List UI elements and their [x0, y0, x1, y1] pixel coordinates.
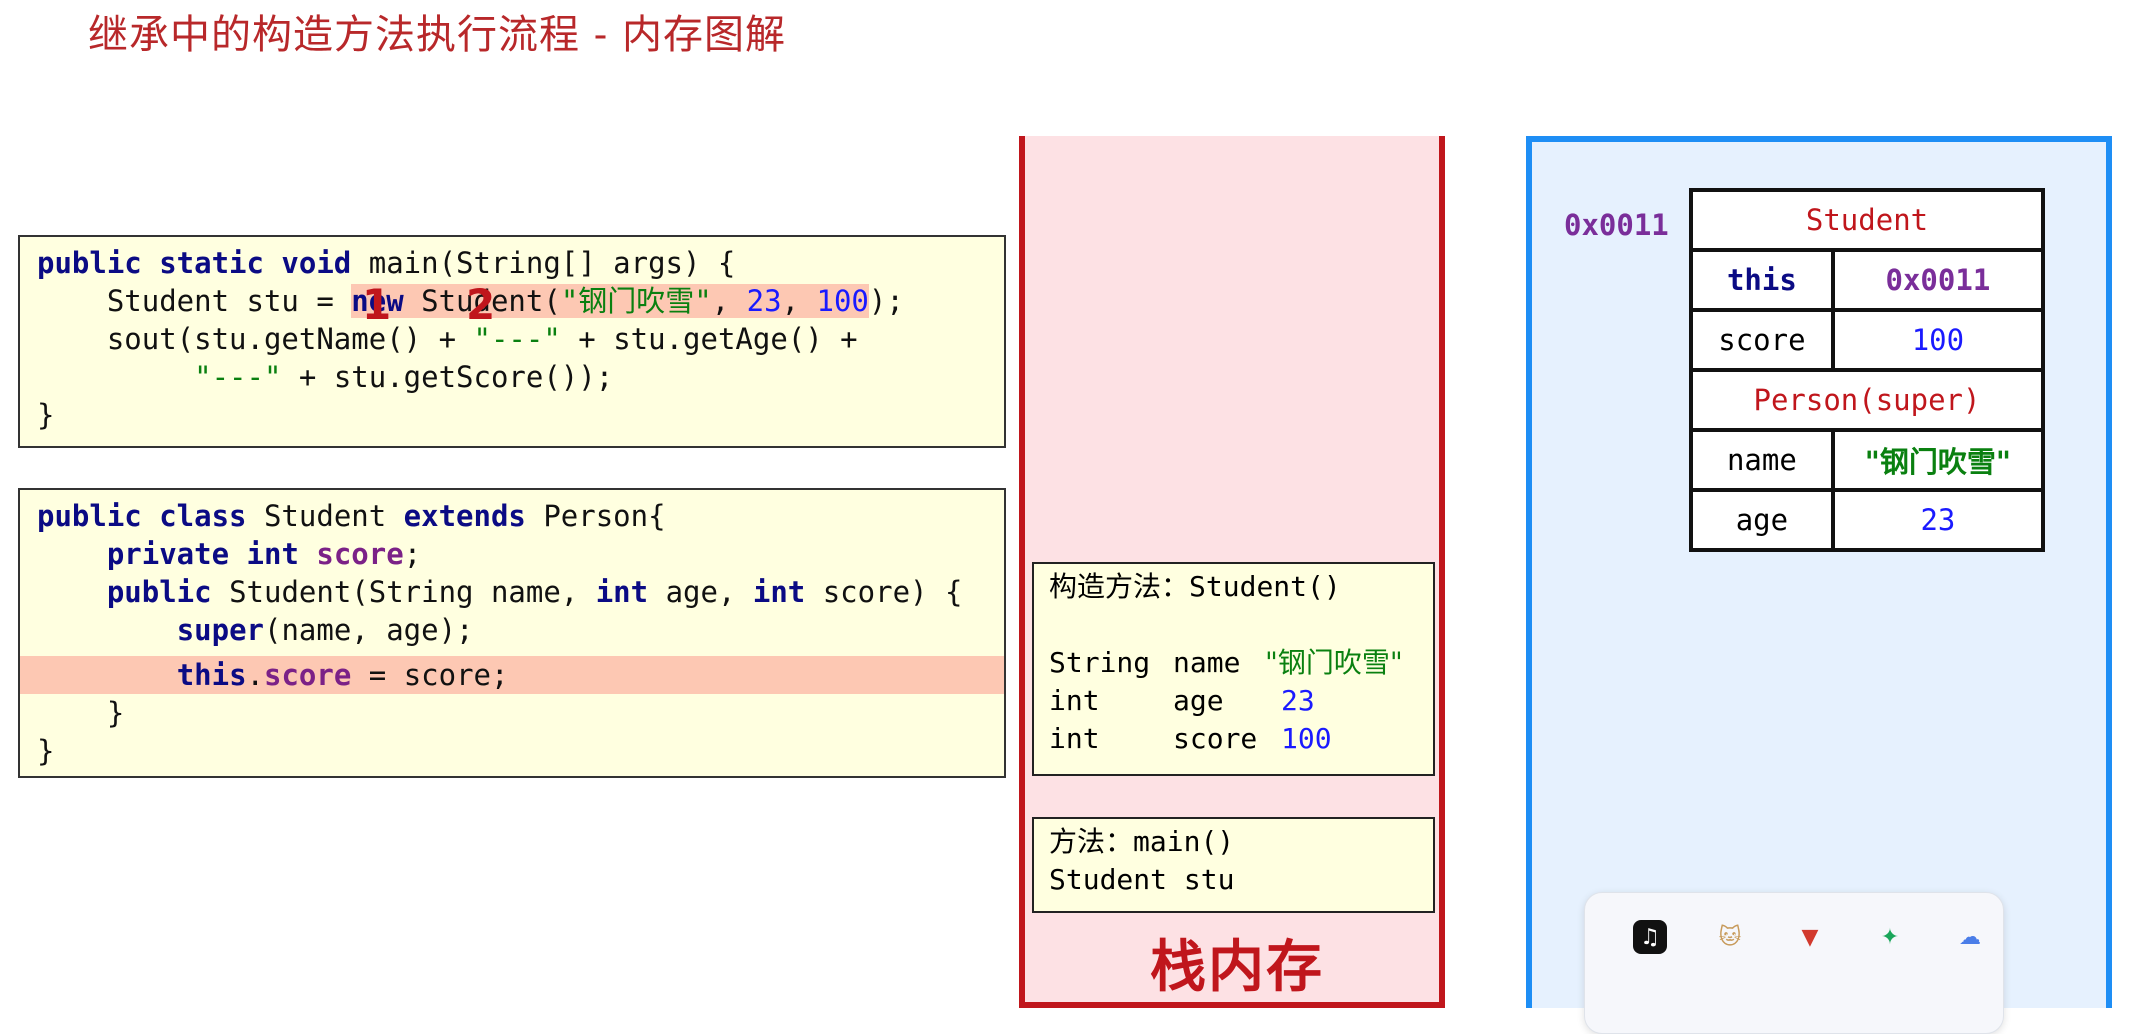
var-name: age	[1173, 684, 1224, 717]
page-title: 继承中的构造方法执行流程 - 内存图解	[88, 12, 786, 58]
code-text	[37, 537, 107, 571]
local-var-row: Student stu	[1049, 863, 1235, 896]
var-value: 100	[1281, 722, 1332, 755]
local-var-row: int age 23	[1049, 682, 1418, 720]
code-line: sout(stu.getName() + "---" + stu.getAge(…	[37, 320, 1004, 358]
code-line: public static void main(String[] args) {	[37, 244, 1004, 282]
code-text: = score;	[351, 658, 509, 692]
code-keyword: public static void	[37, 246, 352, 280]
code-line: private int score;	[20, 535, 1004, 573]
frame-header: 方法：main()	[1049, 823, 1418, 861]
leaf-icon[interactable]: ✦	[1880, 924, 1900, 950]
code-line-highlighted: this.score = score;	[20, 656, 1004, 694]
frame-method-name: main()	[1133, 825, 1235, 858]
code-string: "---"	[194, 360, 282, 394]
code-line: Student stu = new Student("钢门吹雪", 23, 10…	[37, 282, 1004, 320]
age-label: age	[1689, 488, 1835, 552]
var-type: int	[1049, 722, 1100, 755]
code-text: main(String[] args) {	[351, 246, 736, 280]
code-keyword: this	[176, 658, 247, 692]
vs-icon[interactable]: ▼	[1801, 924, 1819, 950]
code-text: ,	[781, 284, 817, 318]
code-keyword: public	[106, 575, 212, 609]
var-type: int	[1049, 684, 1100, 717]
code-line: }	[37, 734, 55, 768]
name-label: name	[1689, 428, 1835, 492]
frame-header: 构造方法：Student()	[1049, 568, 1418, 606]
code-keyword: super	[176, 613, 264, 647]
var-value: 23	[1281, 684, 1315, 717]
code-number: 23	[746, 284, 782, 318]
code-text	[37, 658, 177, 692]
code-text: Student	[246, 499, 404, 533]
var-name: score	[1173, 722, 1258, 755]
code-text: Student(	[403, 284, 561, 318]
code-text	[37, 575, 107, 609]
var-name: name	[1173, 646, 1241, 679]
code-text: (name, age);	[264, 613, 474, 647]
object-class-name: Student	[1689, 188, 2045, 252]
age-value: 23	[1830, 488, 2046, 552]
frame-method-name: Student()	[1189, 570, 1341, 603]
step-marker-1: 1	[362, 280, 392, 329]
code-number: 100	[816, 284, 869, 318]
cat-icon[interactable]: 🐱	[1718, 924, 1742, 950]
score-value: 100	[1830, 308, 2046, 372]
var-value: "钢门吹雪"	[1265, 646, 1403, 679]
taskbar-dock: ♫ 🐱 ▼ ✦ ☁	[1584, 892, 2004, 1034]
code-text: Student(String name,	[211, 575, 596, 609]
frame-header-label: 方法：	[1049, 825, 1134, 858]
frame-header-label: 构造方法：	[1049, 570, 1190, 603]
code-keyword: new	[351, 284, 404, 318]
code-text: age,	[648, 575, 753, 609]
code-text: Person{	[525, 499, 666, 533]
code-line: public Student(String name, int age, int…	[20, 573, 1004, 611]
code-text: score) {	[805, 575, 963, 609]
code-text: );	[868, 284, 904, 318]
var-type: String	[1049, 646, 1151, 679]
stack-memory-label: 栈内存	[1150, 934, 1324, 1000]
name-value: "钢门吹雪"	[1830, 428, 2046, 492]
code-keyword: extends	[403, 499, 526, 533]
student-class-code: public class Student extends Person{ pri…	[18, 488, 1006, 778]
code-keyword: int	[752, 575, 806, 609]
code-text: sout(stu.getName() +	[37, 322, 474, 356]
code-keyword: public class	[37, 499, 247, 533]
new-expression-highlight: new Student("钢门吹雪", 23, 100	[351, 284, 869, 318]
local-var-row: int score 100	[1049, 720, 1418, 758]
code-text: ;	[403, 537, 422, 571]
code-line: super(name, age);	[20, 611, 1004, 649]
code-text	[37, 613, 177, 647]
code-field: score	[264, 658, 352, 692]
code-text: Student stu =	[37, 284, 352, 318]
local-var-row: String name "钢门吹雪"	[1049, 644, 1418, 682]
code-text: ,	[711, 284, 747, 318]
code-field: score	[316, 537, 404, 571]
code-keyword: private int	[106, 537, 299, 571]
code-line: public class Student extends Person{	[20, 497, 1004, 535]
cloud-icon[interactable]: ☁	[1959, 924, 1981, 950]
code-line: }	[37, 696, 125, 730]
score-label: score	[1689, 308, 1835, 372]
main-method-code: public static void main(String[] args) {…	[18, 235, 1006, 448]
code-line: }	[37, 398, 55, 432]
code-text: + stu.getScore());	[281, 360, 614, 394]
super-section-label: Person(super)	[1689, 368, 2045, 432]
student-object: Student this 0x0011 score 100 Person(sup…	[1689, 188, 2046, 552]
this-value: 0x0011	[1830, 248, 2046, 312]
tiktok-icon[interactable]: ♫	[1633, 920, 1667, 954]
step-marker-2: 2	[466, 280, 496, 329]
code-text: .	[246, 658, 264, 692]
main-stack-frame: 方法：main()Student stu	[1032, 817, 1435, 913]
this-label: this	[1689, 248, 1835, 312]
code-text: + stu.getAge() +	[560, 322, 858, 356]
code-text	[299, 537, 316, 571]
code-keyword: int	[595, 575, 649, 609]
code-string: "---"	[473, 322, 561, 356]
code-text	[37, 360, 194, 394]
object-address: 0x0011	[1564, 208, 1669, 242]
code-line: "---" + stu.getScore());	[37, 358, 1004, 396]
code-string: "钢门吹雪"	[560, 284, 712, 318]
